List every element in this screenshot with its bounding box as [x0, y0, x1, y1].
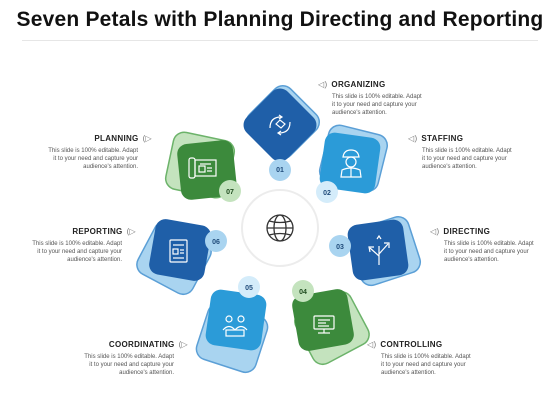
title-divider: [22, 40, 538, 41]
desc-line: This slide is 100% editable. Adapt: [381, 354, 471, 360]
number-04: 04: [299, 289, 307, 296]
number-badge-01: [269, 159, 291, 181]
speaker-icon: ◁): [408, 134, 418, 143]
petal-reporting: [136, 219, 212, 296]
report-icon: [169, 239, 188, 263]
number-badge-05: [238, 276, 260, 298]
number-02: 02: [323, 190, 331, 197]
label-title: PLANNING: [94, 134, 139, 143]
desc-line: it to your need and capture your: [444, 249, 529, 255]
speaker-icon: ◁): [430, 227, 440, 236]
label-title: REPORTING: [72, 227, 123, 236]
number-badge-07: [219, 180, 241, 202]
desc-line: it to your need and capture your: [53, 156, 138, 162]
desc-line: This slide is 100% editable. Adapt: [48, 148, 138, 154]
desc-line: audience's attention.: [83, 164, 138, 170]
desc-line: it to your need and capture your: [332, 102, 417, 108]
label-title: ORGANIZING: [331, 80, 386, 89]
desc-line: audience's attention.: [381, 370, 436, 376]
number-badge-03: [329, 235, 351, 257]
desc-line: it to your need and capture your: [381, 362, 466, 368]
speaker-icon: (▷: [142, 134, 152, 143]
petal-controlling: [292, 289, 370, 366]
desc-line: This slide is 100% editable. Adapt: [32, 241, 122, 247]
desc-line: This slide is 100% editable. Adapt: [422, 148, 512, 154]
speaker-icon: (▷: [126, 227, 136, 236]
number-07: 07: [226, 189, 234, 196]
label-title: DIRECTING: [443, 227, 491, 236]
desc-line: This slide is 100% editable. Adapt: [444, 241, 534, 247]
desc-line: it to your need and capture your: [89, 362, 174, 368]
label-planning: PLANNING(▷ This slide is 100% editable. …: [32, 134, 152, 171]
number-badge-04: [292, 280, 314, 302]
number-05: 05: [245, 285, 253, 292]
handshake-cycle-icon: [269, 114, 291, 136]
number-badges: 01 02 03 04 05 06 07: [205, 159, 351, 302]
number-badge-02: [316, 181, 338, 203]
monitor-control-icon: [313, 315, 335, 334]
page-title: Seven Petals with Planning Directing and…: [16, 8, 544, 31]
number-03: 03: [336, 244, 344, 251]
label-controlling: ◁)CONTROLLING This slide is 100% editabl…: [367, 340, 487, 377]
number-06: 06: [212, 239, 220, 246]
number-01: 01: [276, 167, 284, 174]
speaker-icon: ◁): [367, 340, 377, 349]
desc-line: it to your need and capture your: [422, 156, 507, 162]
petal-directing: [347, 215, 422, 287]
label-coordinating: COORDINATING(▷ This slide is 100% editab…: [68, 340, 188, 377]
petal-coordinating: [195, 289, 269, 374]
desc-line: This slide is 100% editable. Adapt: [332, 94, 422, 100]
blueprint-icon: [188, 157, 217, 179]
label-staffing: ◁)STAFFING This slide is 100% editable. …: [408, 134, 528, 171]
number-badge-06: [205, 230, 227, 252]
desc-line: it to your need and capture your: [37, 249, 122, 255]
petal-organizing: [243, 84, 321, 166]
globe-icon: [266, 214, 294, 242]
speaker-icon: ◁): [318, 80, 328, 89]
label-directing: ◁)DIRECTING This slide is 100% editable.…: [430, 227, 550, 264]
label-organizing: ◁)ORGANIZING This slide is 100% editable…: [318, 80, 438, 117]
speaker-icon: (▷: [178, 340, 188, 349]
desc-line: audience's attention.: [332, 110, 387, 116]
desc-line: audience's attention.: [67, 257, 122, 263]
label-title: COORDINATING: [108, 340, 175, 349]
team-icon: [222, 315, 248, 337]
label-title: CONTROLLING: [380, 340, 443, 349]
direction-arrows-icon: [368, 234, 390, 265]
desc-line: audience's attention.: [444, 257, 499, 263]
label-title: STAFFING: [421, 134, 464, 143]
desc-line: audience's attention.: [422, 164, 477, 170]
desc-line: audience's attention.: [119, 370, 174, 376]
worker-icon: [340, 149, 362, 178]
petal-staffing: [318, 124, 388, 194]
label-reporting: REPORTING(▷ This slide is 100% editable.…: [16, 227, 136, 264]
desc-line: This slide is 100% editable. Adapt: [84, 354, 174, 360]
